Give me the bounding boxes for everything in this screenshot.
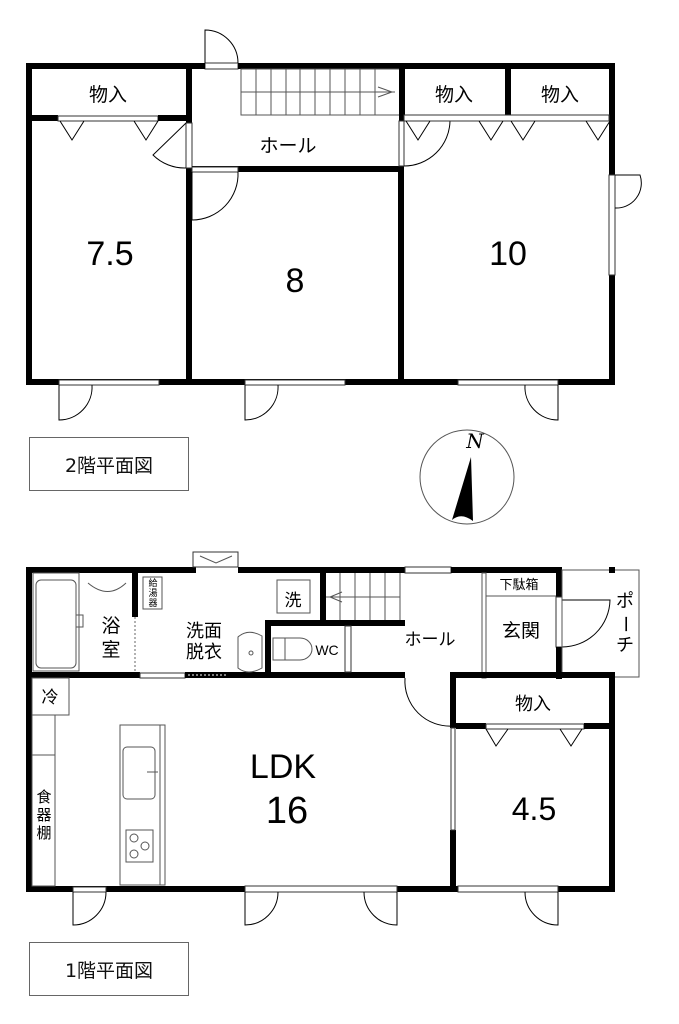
sink-icon	[237, 631, 263, 673]
label-cupboard-1: 食	[36, 788, 51, 806]
room-label-hall-1f: ホール	[405, 630, 456, 650]
label-cupboard-3: 棚	[36, 824, 51, 842]
room-size-8: 8	[286, 262, 305, 300]
stairs-1f	[326, 573, 401, 620]
room-size-ldk: 16	[266, 790, 308, 832]
stair-arrow-icon	[328, 591, 343, 603]
label-porch-3: チ	[616, 635, 634, 656]
label-bath-2: 室	[101, 639, 120, 661]
floor2-title-box: 2階平面図	[29, 437, 189, 491]
label-washroom-2: 脱衣	[186, 642, 222, 663]
floor1-plan	[26, 551, 640, 926]
label-bath-1: 浴	[101, 615, 120, 637]
stove-icon	[125, 829, 154, 863]
room-label-storage-1f: 物入	[515, 694, 551, 715]
label-washer: 洗	[285, 591, 302, 611]
label-washroom-1: 洗面	[186, 621, 222, 642]
label-shoe-box: 下駄箱	[499, 577, 538, 593]
floor2-plan	[26, 29, 642, 421]
floor1-title: 1階平面図	[64, 959, 154, 982]
room-label-storage-left: 物入	[89, 84, 127, 106]
door-swing	[204, 29, 239, 64]
stair-arrow-icon	[377, 86, 394, 98]
label-porch-1: ポ	[616, 591, 634, 612]
room-size-10: 10	[489, 235, 527, 273]
label-porch-2: ー	[614, 615, 635, 633]
floor1-title-box: 1階平面図	[29, 942, 189, 996]
floor2-title: 2階平面図	[64, 454, 154, 477]
kitchen-sink-icon	[122, 746, 156, 800]
room-label-storage-right: 物入	[541, 84, 579, 106]
room-label-hall-2f: ホール	[259, 135, 316, 157]
label-wc: WC	[315, 642, 338, 658]
room-label-ldk: LDK	[250, 748, 316, 786]
room-size-7-5: 7.5	[86, 235, 133, 273]
label-water-heater: 給湯器	[148, 577, 157, 609]
room-label-entrance: 玄関	[502, 620, 540, 642]
compass-north-icon: N	[419, 429, 515, 525]
label-fridge: 冷	[42, 688, 59, 708]
toilet-icon	[272, 637, 313, 661]
label-cupboard-2: 器	[36, 806, 51, 824]
stairs-2f	[240, 68, 402, 116]
compass-n-label: N	[465, 429, 485, 453]
room-size-4-5: 4.5	[512, 791, 556, 827]
room-label-storage-mid: 物入	[435, 84, 473, 106]
